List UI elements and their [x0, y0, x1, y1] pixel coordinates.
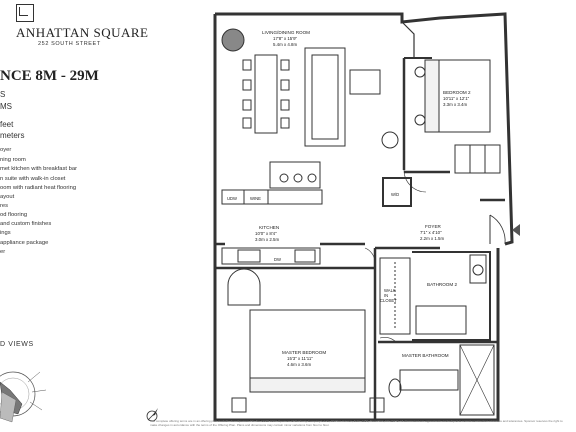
floor-plan — [213, 12, 520, 422]
feature-item: ings — [0, 230, 11, 236]
legal-disclaimer: The complete offering terms are in an of… — [150, 420, 563, 427]
feature-item: met kitchen with breakfast bar — [0, 166, 78, 172]
north-arrow-icon — [146, 408, 158, 422]
brand-logo — [16, 4, 34, 22]
feature-item: n suite with walk-in closet — [0, 176, 66, 182]
feature-item: appliance package — [0, 240, 49, 246]
feature-item: ayout — [0, 194, 15, 200]
spec-square-meters: meters — [0, 131, 25, 140]
feature-item: od flooring — [0, 212, 28, 218]
brand-address: 252 SOUTH STREET — [38, 41, 101, 47]
residence-title: NCE 8M - 29M — [0, 68, 99, 84]
feature-item: er — [0, 249, 6, 255]
info-panel: ANHATTAN SQUARE 252 SOUTH STREET NCE 8M … — [0, 0, 205, 432]
spec-square-feet: feet — [0, 120, 14, 129]
feature-item: ning room — [0, 157, 26, 163]
spec-baths: MS — [0, 102, 12, 111]
feature-item: and custom finishes — [0, 221, 52, 227]
feature-item: res — [0, 203, 9, 209]
views-compass-diagram — [0, 371, 47, 423]
feature-item: oyer — [0, 147, 12, 153]
views-label: D VIEWS — [0, 341, 34, 348]
feature-item: oom with radiant heat flooring — [0, 185, 77, 191]
spec-bedrooms: S — [0, 90, 6, 99]
brand-title: ANHATTAN SQUARE — [16, 25, 149, 40]
